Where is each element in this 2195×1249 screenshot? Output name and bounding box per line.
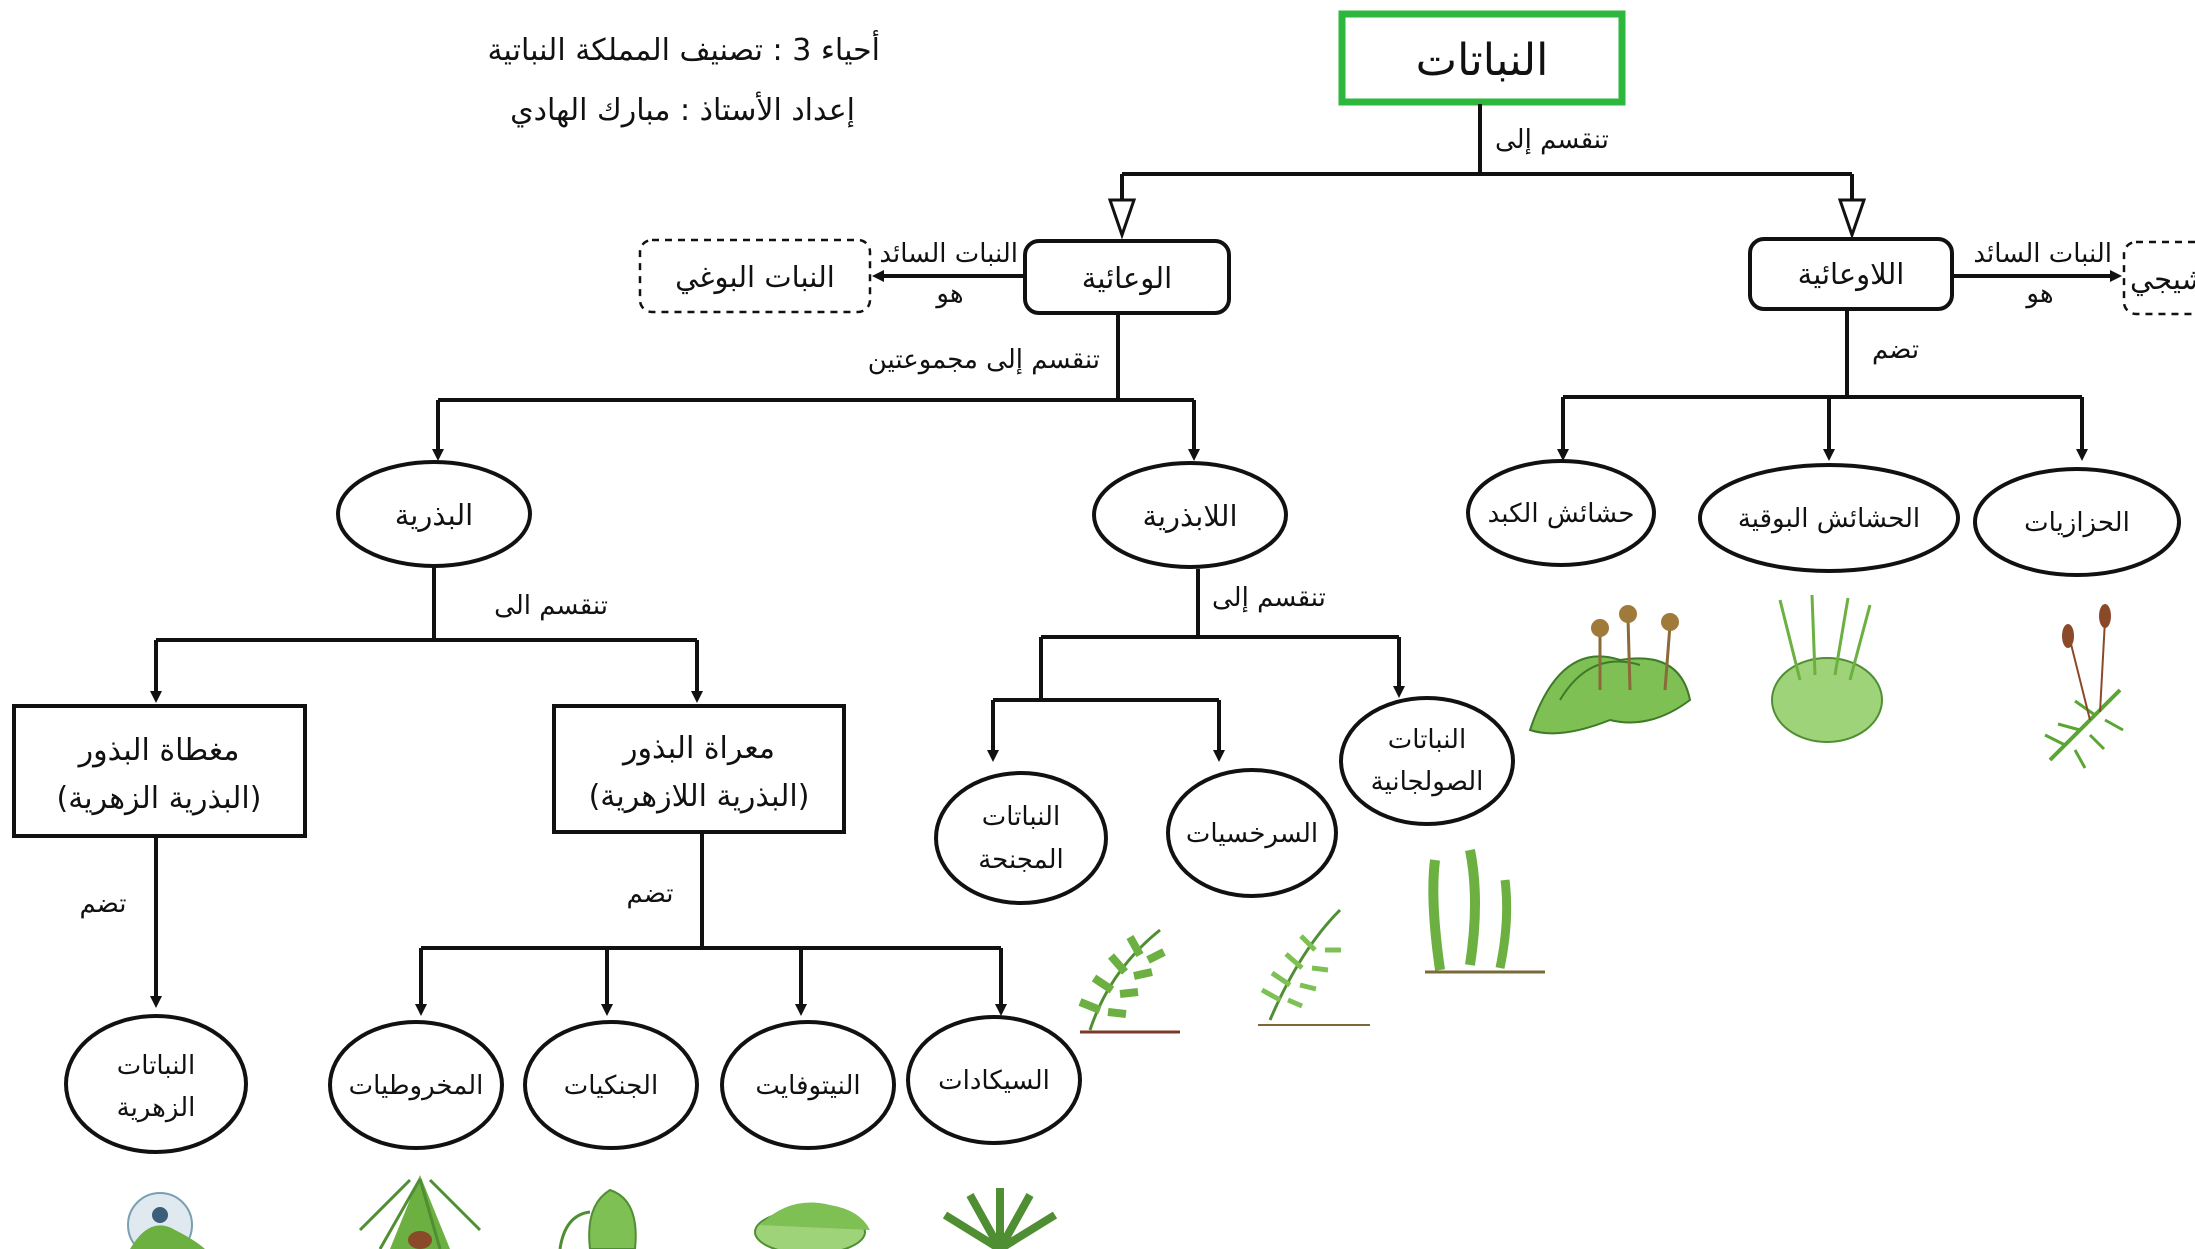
whisk-ferns-label-1: النباتات [982, 802, 1060, 832]
vascular-node-label: الوعائية [1082, 261, 1172, 295]
edge-label-dominant-nv: النبات السائد [1973, 239, 2112, 269]
sporophyte-node-box [638, 238, 872, 314]
hollow-arrow-vascular [1107, 198, 1137, 240]
nonvascular-node-label: اللاوعائية [1798, 257, 1905, 291]
gymnosperms-node-box [552, 704, 846, 834]
sporophyte-node-label: النبات البوغي [675, 260, 835, 295]
flowering-node [64, 1014, 248, 1154]
nonvascular-node-box [1748, 237, 1954, 311]
gymnosperms-label-2: (البذرية اللازهرية) [589, 779, 810, 814]
club-mosses-label-2: الصولجانية [1371, 767, 1484, 797]
liverworts-node [1466, 459, 1656, 567]
edge-label-divides-alt: تنقسم الى [494, 591, 608, 621]
mosses-node [1973, 467, 2181, 577]
vascular-node-box [1023, 239, 1231, 315]
whisk-ferns-node [934, 771, 1108, 905]
seed-node [336, 460, 532, 568]
club-moss-illustration [1425, 849, 1545, 974]
cycads-node [906, 1015, 1082, 1145]
edge-label-two-groups: تنقسم إلى مجموعتين [868, 345, 1100, 375]
edge-label-includes-g: تضم [626, 879, 673, 909]
whisk-ferns-label-2: المجنحة [978, 845, 1064, 875]
gymnosperms-label-1: معراة البذور [621, 731, 775, 766]
edge-label-divides-seedless: تنقسم إلى [1212, 583, 1326, 613]
hollow-arrow-nonvascular [1837, 198, 1867, 240]
root-node-box [1338, 10, 1626, 106]
edge-label-is-nv: هو [2024, 279, 2053, 309]
flowering-label-2: الزهرية [117, 1093, 196, 1123]
angiosperms-node-box [12, 704, 307, 838]
mosses-node-label: الحزازيات [2024, 508, 2130, 538]
edge-label-includes-a: تضم [79, 889, 126, 919]
liverworts-node-label: حشائش الكبد [1488, 499, 1635, 529]
root-node-label: النباتات [1416, 35, 1549, 86]
conifers-node [328, 1020, 504, 1150]
flowering-plant-illustration [127, 1192, 205, 1249]
moss-illustration [2044, 604, 2124, 769]
cycads-label: السيكادات [938, 1066, 1050, 1096]
angiosperms-label-2: (البذرية الزهرية) [56, 781, 261, 816]
gametophyte-node-box [2122, 240, 2195, 316]
ginkgo-illustration [558, 1188, 637, 1249]
ginkgos-label: الجنكيات [564, 1071, 658, 1101]
gnetophyte-illustration [754, 1202, 870, 1249]
conifers-label: المخروطيات [349, 1071, 484, 1101]
hornworts-node [1698, 463, 1960, 573]
edge-label-includes-nv: تضم [1872, 335, 1919, 365]
header-title: أحياء 3 : تصنيف المملكة النباتية [487, 29, 880, 68]
seed-node-label: البذرية [395, 498, 474, 532]
angiosperms-label-1: مغطاة البذور [77, 733, 240, 768]
liverwort-illustration [1528, 605, 1692, 735]
whisk-fern-illustration [1078, 928, 1180, 1034]
edge-label-is-v: هو [934, 279, 963, 309]
hornworts-node-label: الحشائش البوقية [1738, 504, 1920, 534]
edge-label-dominant-v: النبات السائد [879, 239, 1018, 269]
club-mosses-label-1: النباتات [1388, 725, 1466, 755]
gnetophytes-label: النيتوفايت [755, 1071, 860, 1101]
cycad-illustration [942, 1188, 1058, 1249]
fern-illustration [1258, 908, 1370, 1026]
hornwort-illustration [1771, 594, 1883, 743]
gametophyte-node-label: النبات المشيجي [2130, 262, 2195, 297]
header-author: إعداد الأستاذ : مبارك الهادي [510, 90, 855, 128]
flowering-label-1: النباتات [117, 1051, 195, 1081]
club-mosses-node [1339, 696, 1515, 826]
conifer-illustration [358, 1175, 482, 1249]
gnetophytes-node [720, 1020, 896, 1150]
edge-label-divides-into: تنقسم إلى [1495, 125, 1609, 155]
seedless-node [1092, 461, 1288, 569]
seedless-node-label: اللابذرية [1142, 499, 1237, 533]
ferns-label: السرخسيات [1186, 819, 1318, 849]
ferns-node [1166, 768, 1338, 898]
ginkgos-node [523, 1020, 699, 1150]
